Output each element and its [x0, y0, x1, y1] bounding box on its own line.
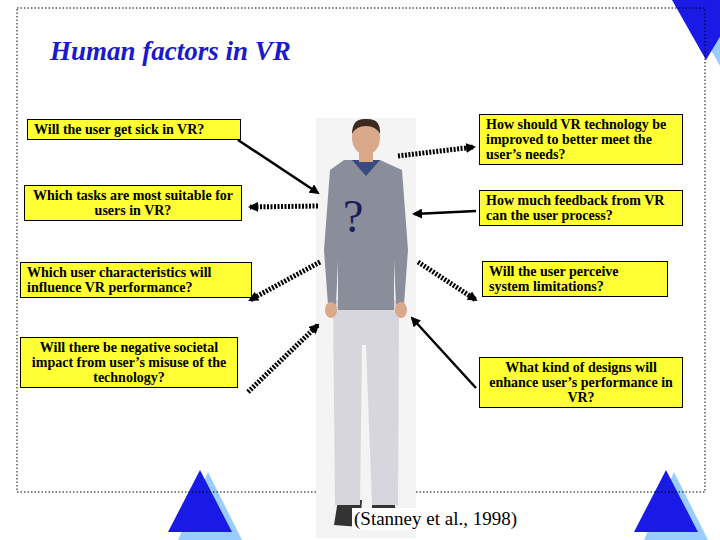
question-text: What kind of designs will enhance user’s…: [486, 360, 676, 405]
question-box: What kind of designs will enhance user’s…: [479, 357, 683, 408]
question-text: Will the user get sick in VR?: [34, 122, 234, 137]
triangle-decor: [168, 470, 232, 532]
hatched-arrow: [250, 206, 318, 207]
leader-arrows: [238, 140, 476, 392]
question-box: Will the user get sick in VR?: [27, 119, 241, 140]
question-box: Which user characteristics will influenc…: [20, 262, 252, 298]
question-box: Which tasks are most suitable for users …: [24, 185, 242, 221]
person-figure: [316, 118, 416, 538]
hatched-arrow: [248, 325, 318, 392]
question-box: How should VR technology be improved to …: [479, 114, 683, 165]
solid-arrow: [414, 211, 476, 214]
triangle-decor: [634, 470, 698, 532]
question-text: How much feedback from VR can the user p…: [486, 193, 676, 223]
question-box: How much feedback from VR can the user p…: [479, 190, 683, 226]
question-box: Will there be negative societal impact f…: [20, 337, 238, 388]
question-text: Will there be negative societal impact f…: [27, 340, 231, 385]
question-text: Will the user perceive system limitation…: [489, 264, 661, 294]
citation-caption: (Stanney et al., 1998): [352, 508, 519, 530]
question-text: How should VR technology be improved to …: [486, 117, 676, 162]
solid-arrow: [238, 140, 318, 193]
question-text: Which tasks are most suitable for users …: [31, 188, 235, 218]
question-text: Which user characteristics will influenc…: [27, 265, 245, 295]
question-box: Will the user perceive system limitation…: [482, 261, 668, 297]
hatched-arrow: [398, 147, 474, 156]
solid-arrow: [412, 318, 476, 388]
question-mark: ?: [343, 192, 363, 242]
slide-title: Human factors in VR: [50, 36, 291, 67]
triangle-decor: [672, 0, 720, 60]
hatched-arrow: [418, 262, 476, 300]
hatched-arrow: [250, 262, 320, 300]
